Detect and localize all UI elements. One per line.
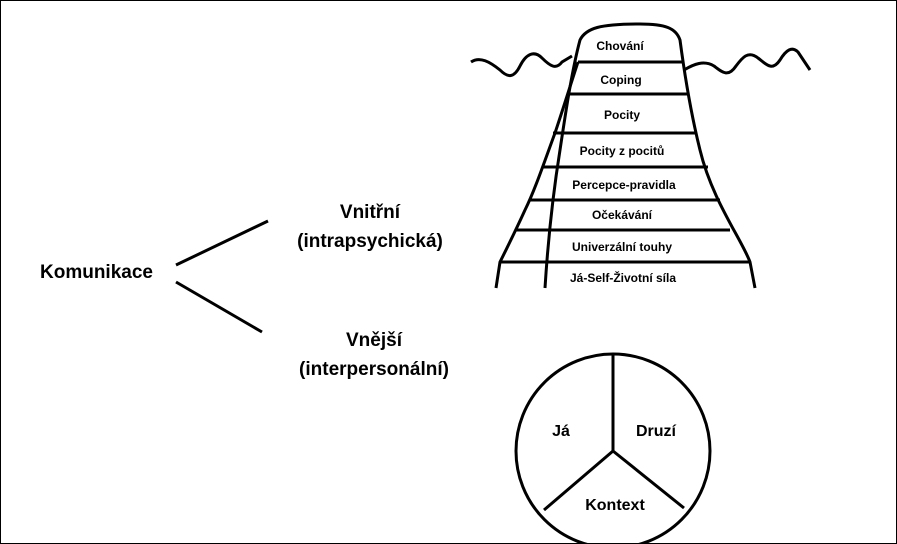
- water-line-right: [683, 47, 812, 75]
- iceberg-layer-label: Pocity: [604, 108, 640, 122]
- iceberg-layer-label: Pocity z pocitů: [580, 144, 665, 158]
- iceberg-layer-label: Chování: [596, 39, 644, 53]
- circle-divider: [543, 449, 614, 512]
- circle-segment-self: Já: [552, 423, 570, 440]
- circle-segment-context: Kontext: [585, 497, 645, 514]
- inner-label-line1: Vnitřní: [340, 202, 401, 223]
- iceberg-layer-label: Percepce-pravidla: [572, 178, 676, 192]
- circle-divider: [612, 449, 685, 510]
- branch-line-inner: [175, 219, 269, 267]
- root-label: Komunikace: [40, 262, 153, 283]
- iceberg-layer-label: Coping: [600, 73, 641, 87]
- water-line-left: [470, 52, 573, 77]
- outer-label-line2: (interpersonální): [299, 359, 449, 380]
- iceberg-outline-left-lower: [494, 61, 580, 289]
- iceberg-layer-label: Očekávání: [592, 208, 653, 222]
- outer-label-line1: Vnější: [346, 330, 403, 351]
- inner-label-line2: (intrapsychická): [297, 231, 443, 252]
- circle-segment-others: Druzí: [636, 423, 677, 440]
- branch-line-outer: [175, 280, 263, 334]
- iceberg-layer-label: Já-Self-Životní síla: [570, 270, 676, 285]
- iceberg-layer-label: Univerzální touhy: [572, 240, 672, 254]
